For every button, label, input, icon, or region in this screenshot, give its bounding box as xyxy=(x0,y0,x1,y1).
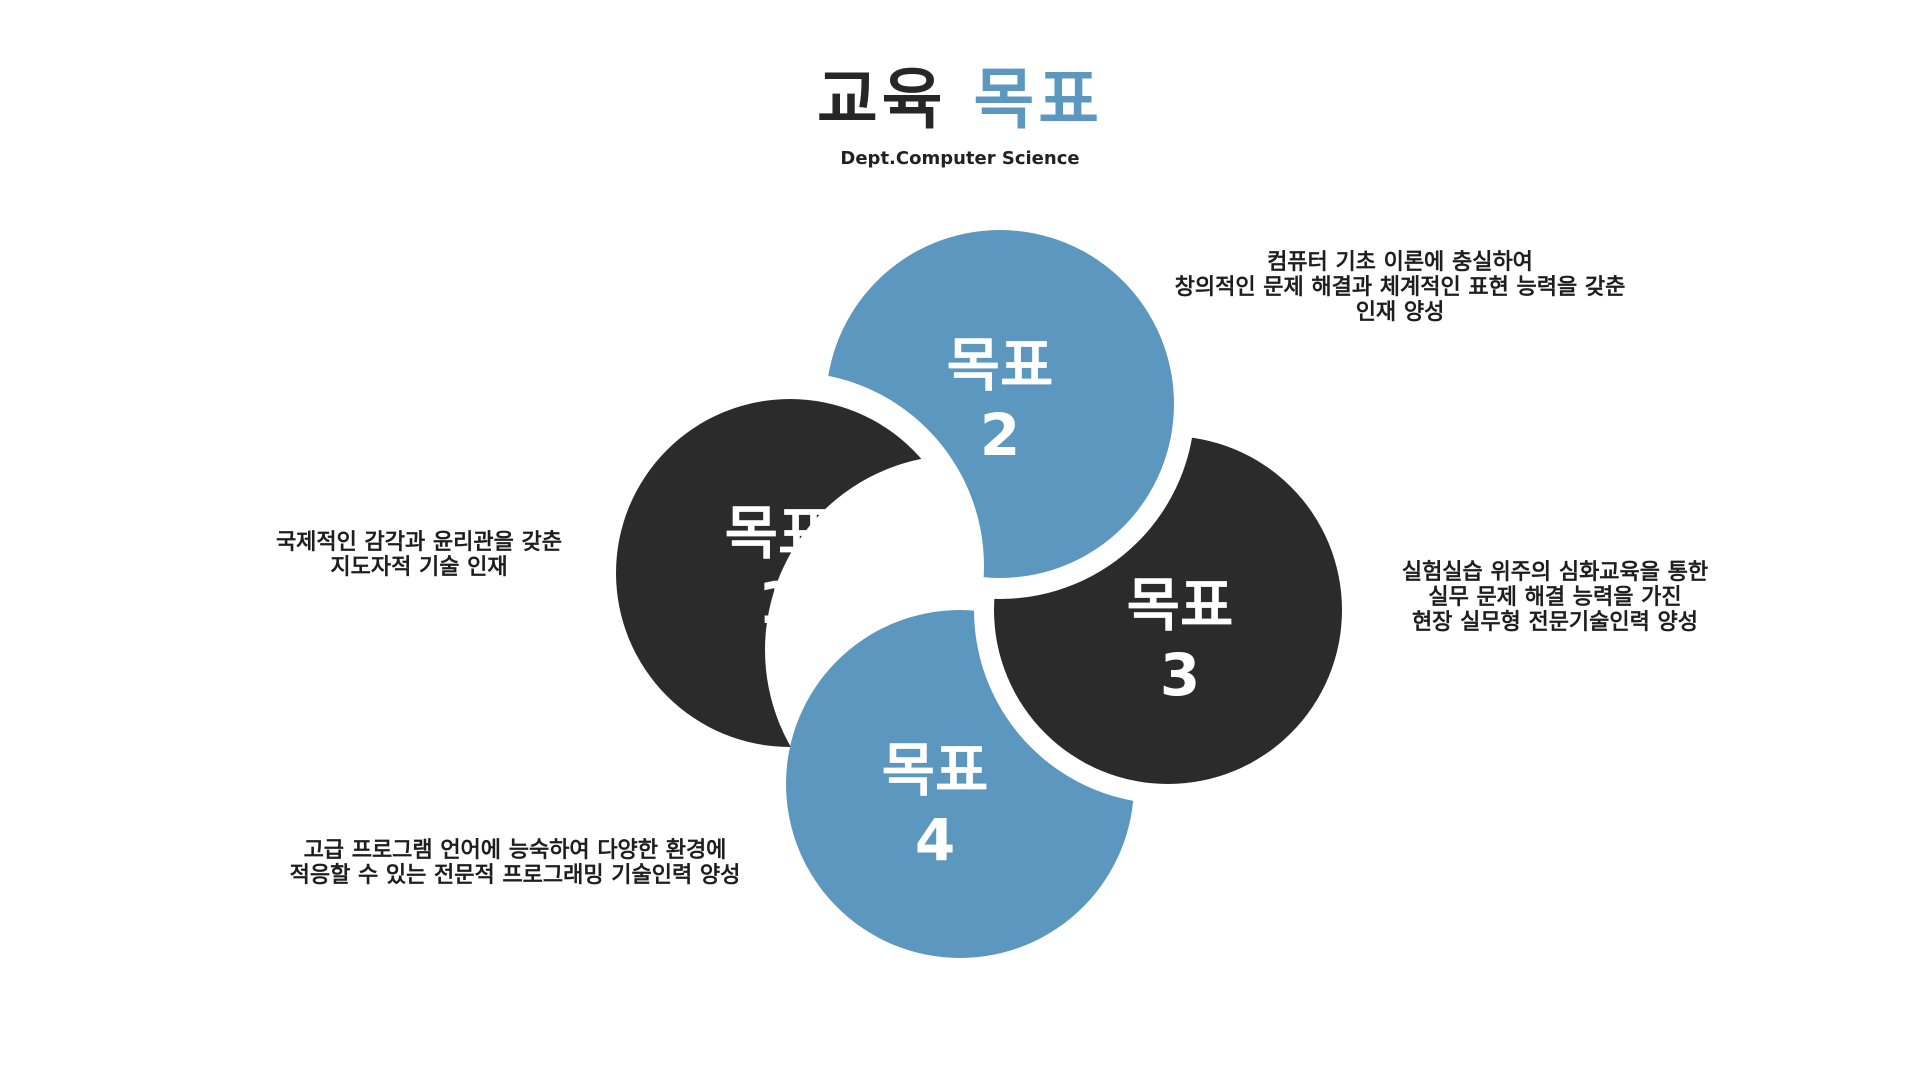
goal-2-description: 컴퓨터 기초 이론에 충실하여 창의적인 문제 해결과 체계적인 표현 능력을 … xyxy=(1130,250,1670,325)
goal-4-description-line-1: 고급 프로그램 언어에 능숙하여 다양한 환경에 xyxy=(303,838,727,863)
page-title: 교육 목표 xyxy=(0,60,1920,140)
goal-4-description-line-2: 적응할 수 있는 전문적 프로그래밍 기술인력 양성 xyxy=(289,863,741,888)
goal-2-label-number: 2 xyxy=(979,401,1021,469)
title-part-2: 목표 xyxy=(973,61,1103,138)
goal-4-description: 고급 프로그램 언어에 능숙하여 다양한 환경에 적응할 수 있는 전문적 프로… xyxy=(250,838,780,888)
goal-2-description-line-1: 컴퓨터 기초 이론에 충실하여 xyxy=(1267,250,1533,275)
goal-4-circle xyxy=(786,610,1134,958)
goal-3-description-line-3: 현장 실무형 전문기술인력 양성 xyxy=(1411,610,1699,635)
goal-4-label-number: 4 xyxy=(914,806,956,874)
goal-1-label-word: 목표 xyxy=(724,499,832,567)
goal-3-description-line-2: 실무 문제 해결 능력을 가진 xyxy=(1428,585,1682,610)
goal-1-description: 국제적인 감각과 윤리관을 갖춘 지도자적 기술 인재 xyxy=(244,530,594,580)
goal-1-description-line-1: 국제적인 감각과 윤리관을 갖춘 xyxy=(275,530,563,555)
goal-3-description: 실험실습 위주의 심화교육을 통한 실무 문제 해결 능력을 가진 현장 실무형… xyxy=(1370,560,1740,635)
goal-1-label-number: 1 xyxy=(757,569,799,637)
goal-4-label: 목표 4 xyxy=(815,735,1055,875)
page-subtitle: Dept.Computer Science xyxy=(840,148,1080,169)
goal-2-label: 목표 2 xyxy=(880,330,1120,470)
goal-3-label-word: 목표 xyxy=(1126,571,1234,639)
goal-4-label-word: 목표 xyxy=(881,736,989,804)
goal-2-label-word: 목표 xyxy=(946,331,1054,399)
goal-3-label-number: 3 xyxy=(1159,641,1201,709)
goal-2-description-line-3: 인재 양성 xyxy=(1355,300,1445,325)
goal-3-label: 목표 3 xyxy=(1060,570,1300,710)
goal-1-description-line-2: 지도자적 기술 인재 xyxy=(330,555,508,580)
goal-3-description-line-1: 실험실습 위주의 심화교육을 통한 xyxy=(1401,560,1709,585)
goal-2-description-line-2: 창의적인 문제 해결과 체계적인 표현 능력을 갖춘 xyxy=(1174,275,1626,300)
title-part-1: 교육 xyxy=(817,61,947,138)
goal-1-label: 목표 1 xyxy=(658,498,898,638)
